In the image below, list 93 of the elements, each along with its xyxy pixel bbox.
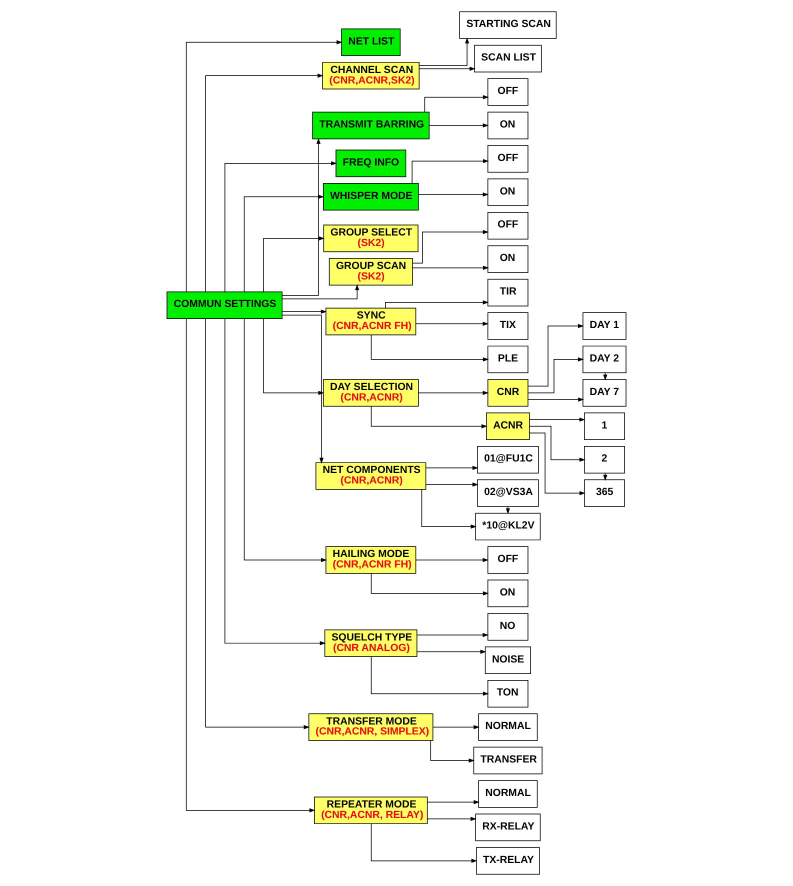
node-box: TRANSMIT BARRING — [312, 112, 430, 140]
arrow — [282, 310, 327, 314]
arrow — [370, 656, 489, 696]
arrow — [603, 472, 608, 481]
arrow — [418, 192, 489, 197]
node-box: TIR — [488, 278, 528, 306]
node-box: TX-RELAY — [476, 847, 540, 875]
arrow — [412, 266, 489, 270]
node-box: PLE — [488, 346, 528, 374]
node-box: FREQ INFO — [336, 150, 406, 178]
node-box: OFF — [488, 212, 528, 240]
arrow — [370, 334, 489, 362]
node-box: TON — [488, 680, 528, 708]
arrow — [370, 823, 478, 863]
arrow — [384, 300, 489, 308]
arrow — [421, 489, 477, 529]
arrow — [186, 318, 316, 812]
node-box: NORMAL — [478, 713, 538, 741]
node-box: 1 — [584, 412, 625, 440]
node-box: COMMUN SETTINGS — [166, 291, 282, 319]
node-box: RX-RELAY — [475, 814, 541, 842]
node-box: NET COMPONENTS (CNR,ACNR) — [316, 462, 426, 490]
arrow — [244, 318, 327, 562]
node-box: GROUP SCAN (SK2) — [328, 258, 413, 286]
arrow — [416, 558, 489, 562]
node-box: 02@VS3A — [477, 479, 539, 507]
arrow — [263, 236, 325, 292]
arrow — [430, 740, 475, 763]
node-box: CNR — [488, 379, 528, 407]
arrow — [186, 40, 343, 292]
node-box: NOISE — [484, 646, 531, 674]
arrow — [428, 123, 489, 128]
arrow — [416, 322, 489, 326]
arrow — [282, 138, 321, 296]
arrow — [205, 74, 324, 292]
node-box: OFF — [488, 78, 528, 106]
node-box: REPEATER MODE (CNR,ACNR, RELAY) — [314, 796, 428, 824]
node-box: ON — [488, 580, 528, 608]
node-box: ACNR — [486, 412, 530, 440]
arrow — [418, 390, 489, 395]
node-box: OFF — [488, 145, 528, 173]
arrow — [529, 418, 586, 422]
arrow — [426, 482, 478, 487]
node-box: ON — [488, 178, 528, 206]
node-box: WHISPER MODE — [322, 183, 419, 210]
arrow — [370, 573, 489, 596]
arrow — [427, 800, 480, 804]
arrow — [244, 194, 324, 292]
arrow — [506, 506, 510, 514]
arrow — [529, 432, 586, 496]
arrow — [603, 372, 608, 381]
arrow — [418, 66, 476, 71]
arrow — [427, 816, 477, 821]
arrow — [370, 406, 488, 428]
arrow — [416, 632, 489, 638]
node-box: NO — [488, 613, 528, 641]
arrow — [528, 397, 584, 402]
node-box: *10@KL2V — [475, 512, 541, 540]
node-box: GROUP SELECT (SK2) — [323, 224, 418, 252]
arrow — [528, 324, 584, 387]
arrow — [426, 466, 478, 470]
arrow — [205, 318, 310, 730]
node-box: 01@FU1C — [477, 446, 539, 474]
node-box: HAILING MODE (CNR,ACNR FH) — [326, 546, 416, 574]
arrow — [412, 230, 489, 264]
node-box: NORMAL — [478, 780, 538, 808]
node-box: SYNC (CNR,ACNR FH) — [326, 308, 416, 336]
node-box: DAY SELECTION (CNR,ACNR) — [322, 379, 419, 407]
node-box: DAY 2 — [582, 346, 626, 374]
arrow — [432, 725, 480, 730]
node-box: ON — [488, 245, 528, 273]
arrow — [418, 37, 470, 66]
arrow — [424, 95, 489, 112]
node-box: TRANSFER MODE (CNR,ACNR, SIMPLEX) — [308, 713, 434, 741]
node-box: TIX — [488, 312, 528, 340]
node-box: STARTING SCAN — [459, 11, 557, 39]
node-box: ON — [488, 112, 528, 140]
node-box: DAY 1 — [582, 312, 626, 340]
node-box: 365 — [584, 479, 625, 507]
node-box: DAY 7 — [582, 379, 626, 407]
node-box: SCAN LIST — [474, 44, 542, 72]
node-box: TRANSFER — [473, 746, 542, 774]
node-box: SQUELCH TYPE (CNR ANALOG) — [324, 629, 418, 657]
arrow — [282, 284, 360, 300]
arrow — [529, 426, 586, 462]
arrow — [416, 650, 486, 654]
arrow — [224, 161, 338, 292]
node-box: OFF — [488, 546, 528, 574]
node-box: 2 — [584, 446, 625, 474]
node-box: NET LIST — [341, 28, 401, 56]
arrow — [528, 357, 584, 394]
node-box: CHANNEL SCAN (CNR,ACNR,SK2) — [322, 62, 420, 90]
arrow — [412, 159, 489, 184]
